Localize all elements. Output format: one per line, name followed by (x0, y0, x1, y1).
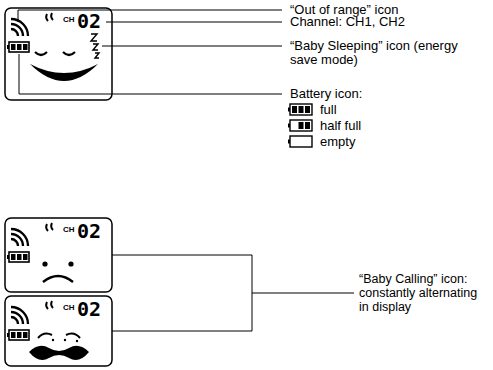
callout-label: Battery icon: (290, 87, 362, 101)
battery-level-label: half full (320, 119, 361, 133)
callout-label: “Baby Calling” icon: constantly alternat… (359, 272, 489, 314)
lcd-display (5, 296, 112, 366)
lcd-display (5, 218, 112, 292)
battery-level-label: empty (320, 135, 355, 149)
channel-prefix: CH (63, 15, 75, 25)
battery-level-label: full (320, 103, 337, 117)
channel-number: 02 (77, 297, 101, 321)
callout-label: “Baby Sleeping” icon (energy save mode) (290, 39, 486, 67)
channel-number: 02 (77, 219, 101, 243)
channel-prefix: CH (63, 225, 75, 235)
channel-number: 02 (77, 9, 101, 33)
channel-prefix: CH (63, 303, 75, 313)
callout-label: Channel: CH1, CH2 (290, 15, 405, 29)
lcd-display (5, 8, 112, 100)
battery-samples (288, 104, 312, 147)
